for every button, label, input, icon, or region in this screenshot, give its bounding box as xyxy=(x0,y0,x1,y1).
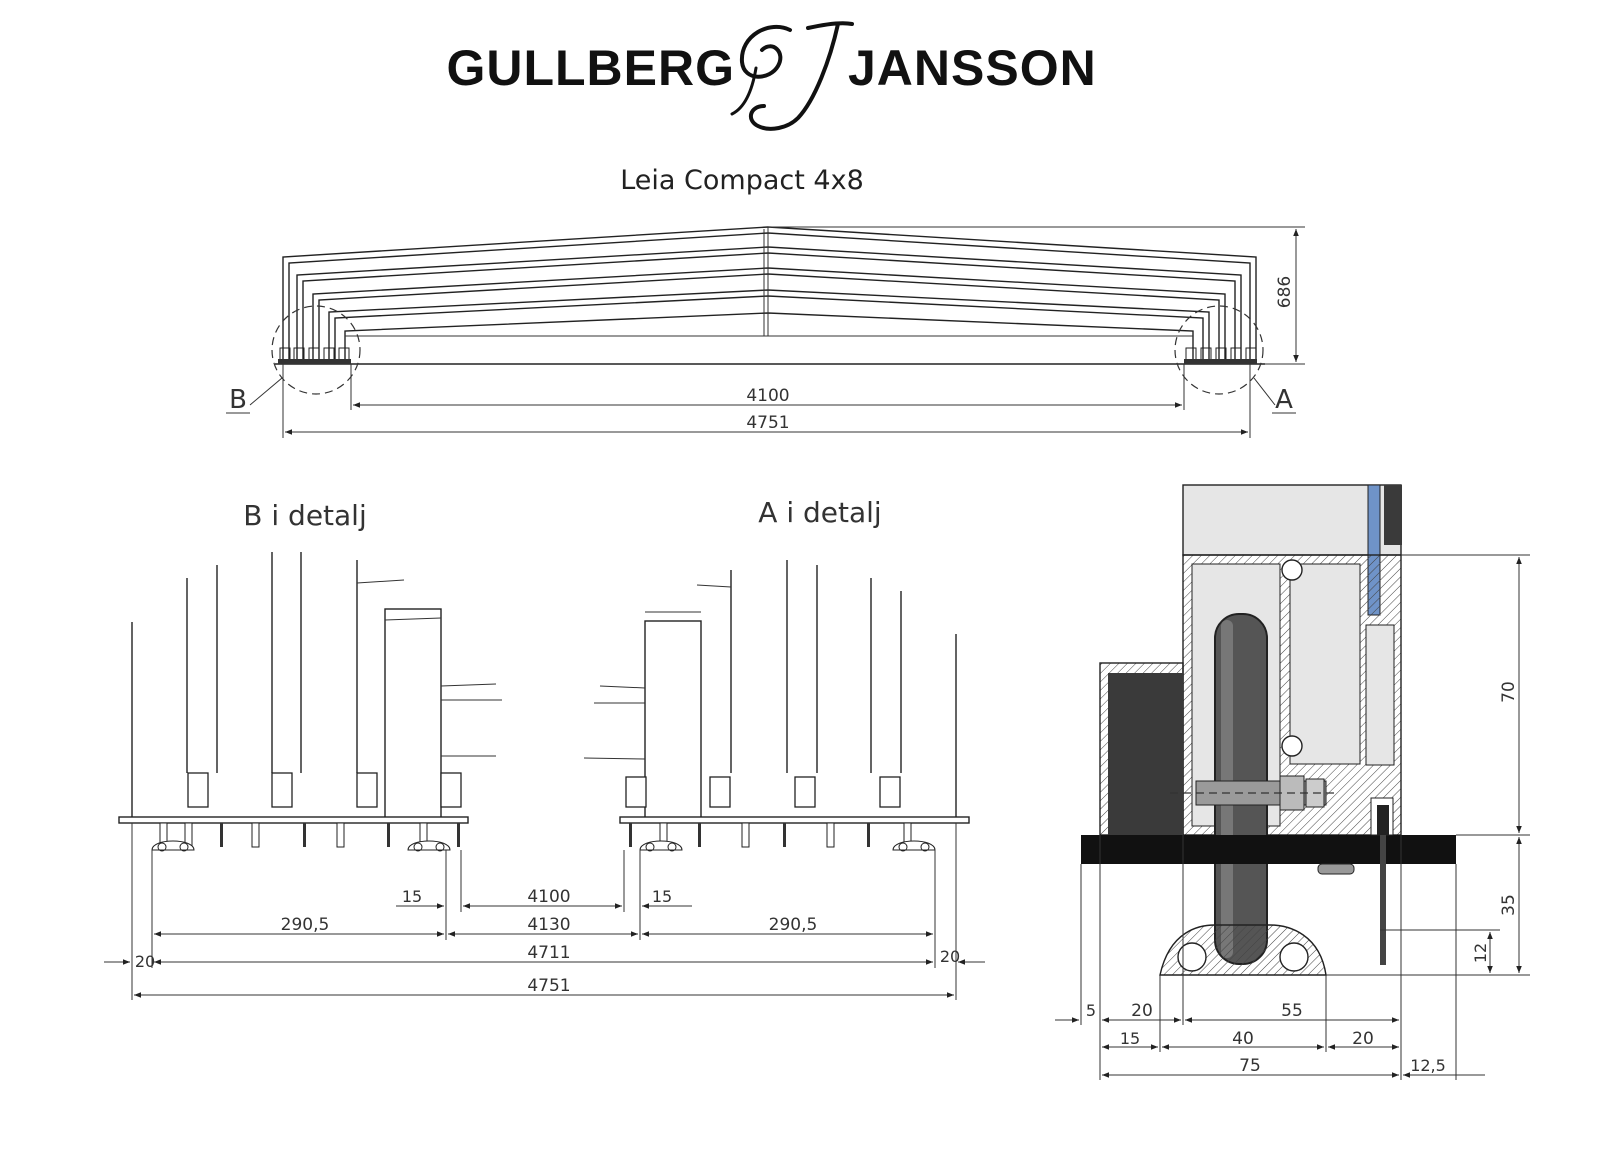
detail-dim-4130: 4130 xyxy=(527,915,570,935)
detail-a-dim-290: 290,5 xyxy=(769,915,818,935)
section-dim-40: 40 xyxy=(1232,1029,1254,1049)
callout-b-label: B xyxy=(229,385,247,415)
detail-circle-b xyxy=(271,305,361,395)
detail-dim-4100: 4100 xyxy=(527,887,570,907)
detail-a-dim-15: 15 xyxy=(652,887,672,906)
detail-a-title: A i detalj xyxy=(758,496,881,529)
detail-b-dim-290: 290,5 xyxy=(281,915,330,935)
section-dim-5: 5 xyxy=(1086,1001,1096,1020)
brand-logo: GULLBERG JANSSON xyxy=(446,21,1097,131)
section-view: 70 35 12 5 20 55 15 40 20 75 12,5 xyxy=(1055,484,1530,1080)
detail-b-bolts xyxy=(159,822,460,848)
section-dim-35: 35 xyxy=(1499,894,1519,916)
detail-dimensions: 15 4100 15 290,5 4130 290,5 20 4711 20 4… xyxy=(104,823,985,1000)
overview-outer-width-dim: 4751 xyxy=(746,413,789,433)
section-dim-20b: 20 xyxy=(1352,1029,1374,1049)
detail-a-dim-20: 20 xyxy=(940,947,960,966)
callout-a-label: A xyxy=(1275,385,1293,415)
overview-height-dim: 686 xyxy=(1275,276,1295,308)
monogram-logo xyxy=(730,21,854,131)
section-dim-15: 15 xyxy=(1120,1029,1140,1048)
detail-b-dim-20: 20 xyxy=(135,952,155,971)
detail-dim-4711: 4711 xyxy=(527,943,570,963)
brand-name-left: GULLBERG xyxy=(446,40,735,96)
detail-a-view: A i detalj xyxy=(583,496,970,852)
section-dim-70: 70 xyxy=(1499,681,1519,703)
drawing-title: Leia Compact 4x8 xyxy=(620,165,864,196)
overview-inner-width-dim: 4100 xyxy=(746,386,789,406)
detail-b-dim-15: 15 xyxy=(402,887,422,906)
overview-base-feet-right xyxy=(1184,347,1257,364)
detail-b-view: B i detalj xyxy=(118,499,502,852)
section-dim-12-5: 12,5 xyxy=(1410,1056,1446,1075)
detail-a-bolts xyxy=(629,822,912,848)
brand-name-right: JANSSON xyxy=(848,40,1097,96)
section-dim-55: 55 xyxy=(1281,1001,1303,1021)
section-dim-12: 12 xyxy=(1471,943,1490,963)
detail-dim-4751: 4751 xyxy=(527,976,570,996)
overview-elevation: B A 686 4100 4751 xyxy=(226,226,1305,438)
detail-circle-a xyxy=(1174,305,1264,395)
section-dim-20a: 20 xyxy=(1131,1001,1153,1021)
section-dim-75: 75 xyxy=(1239,1056,1261,1076)
detail-b-title: B i detalj xyxy=(243,499,366,532)
overview-base-feet-left xyxy=(278,347,351,364)
